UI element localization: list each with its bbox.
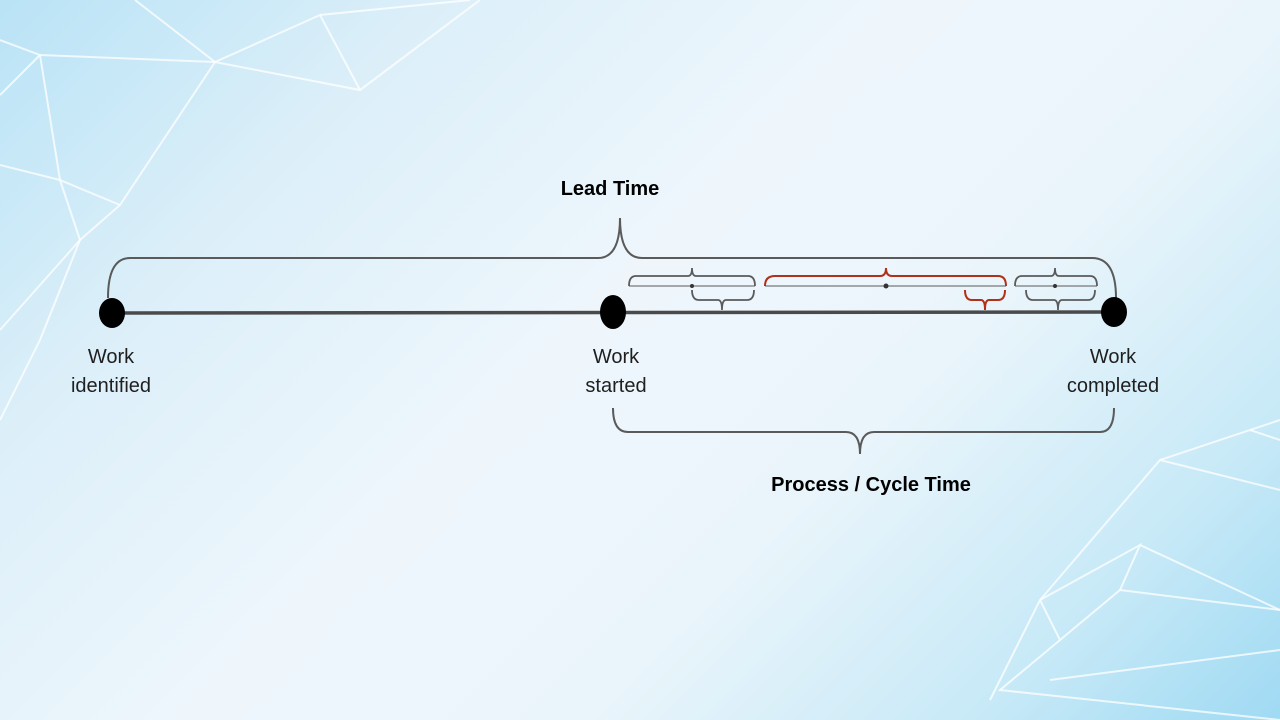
milestone-dot-identified	[99, 298, 125, 328]
milestone-label-completed: Work completed	[1066, 346, 1160, 397]
step-dot	[883, 283, 889, 289]
cycle-time-label: Process / Cycle Time	[771, 474, 971, 496]
wait-2-bracket	[964, 289, 1006, 311]
wait-3-bracket	[1025, 289, 1096, 311]
step-2-bracket	[764, 267, 1007, 287]
milestone-dot-started	[600, 295, 626, 329]
step-1-bracket	[628, 267, 756, 287]
lead-time-bracket	[107, 217, 1117, 299]
wait-1-bracket	[691, 289, 755, 311]
cycle-time-bracket	[612, 407, 1115, 455]
milestone-dot-completed	[1101, 297, 1127, 327]
step-3-bracket	[1014, 267, 1098, 287]
step-dot	[690, 284, 694, 288]
step-dot	[1053, 284, 1057, 288]
lead-time-label: Lead Time	[560, 178, 660, 200]
milestone-label-identified: Work identified	[70, 346, 152, 397]
milestone-label-started: Work started	[585, 346, 647, 397]
